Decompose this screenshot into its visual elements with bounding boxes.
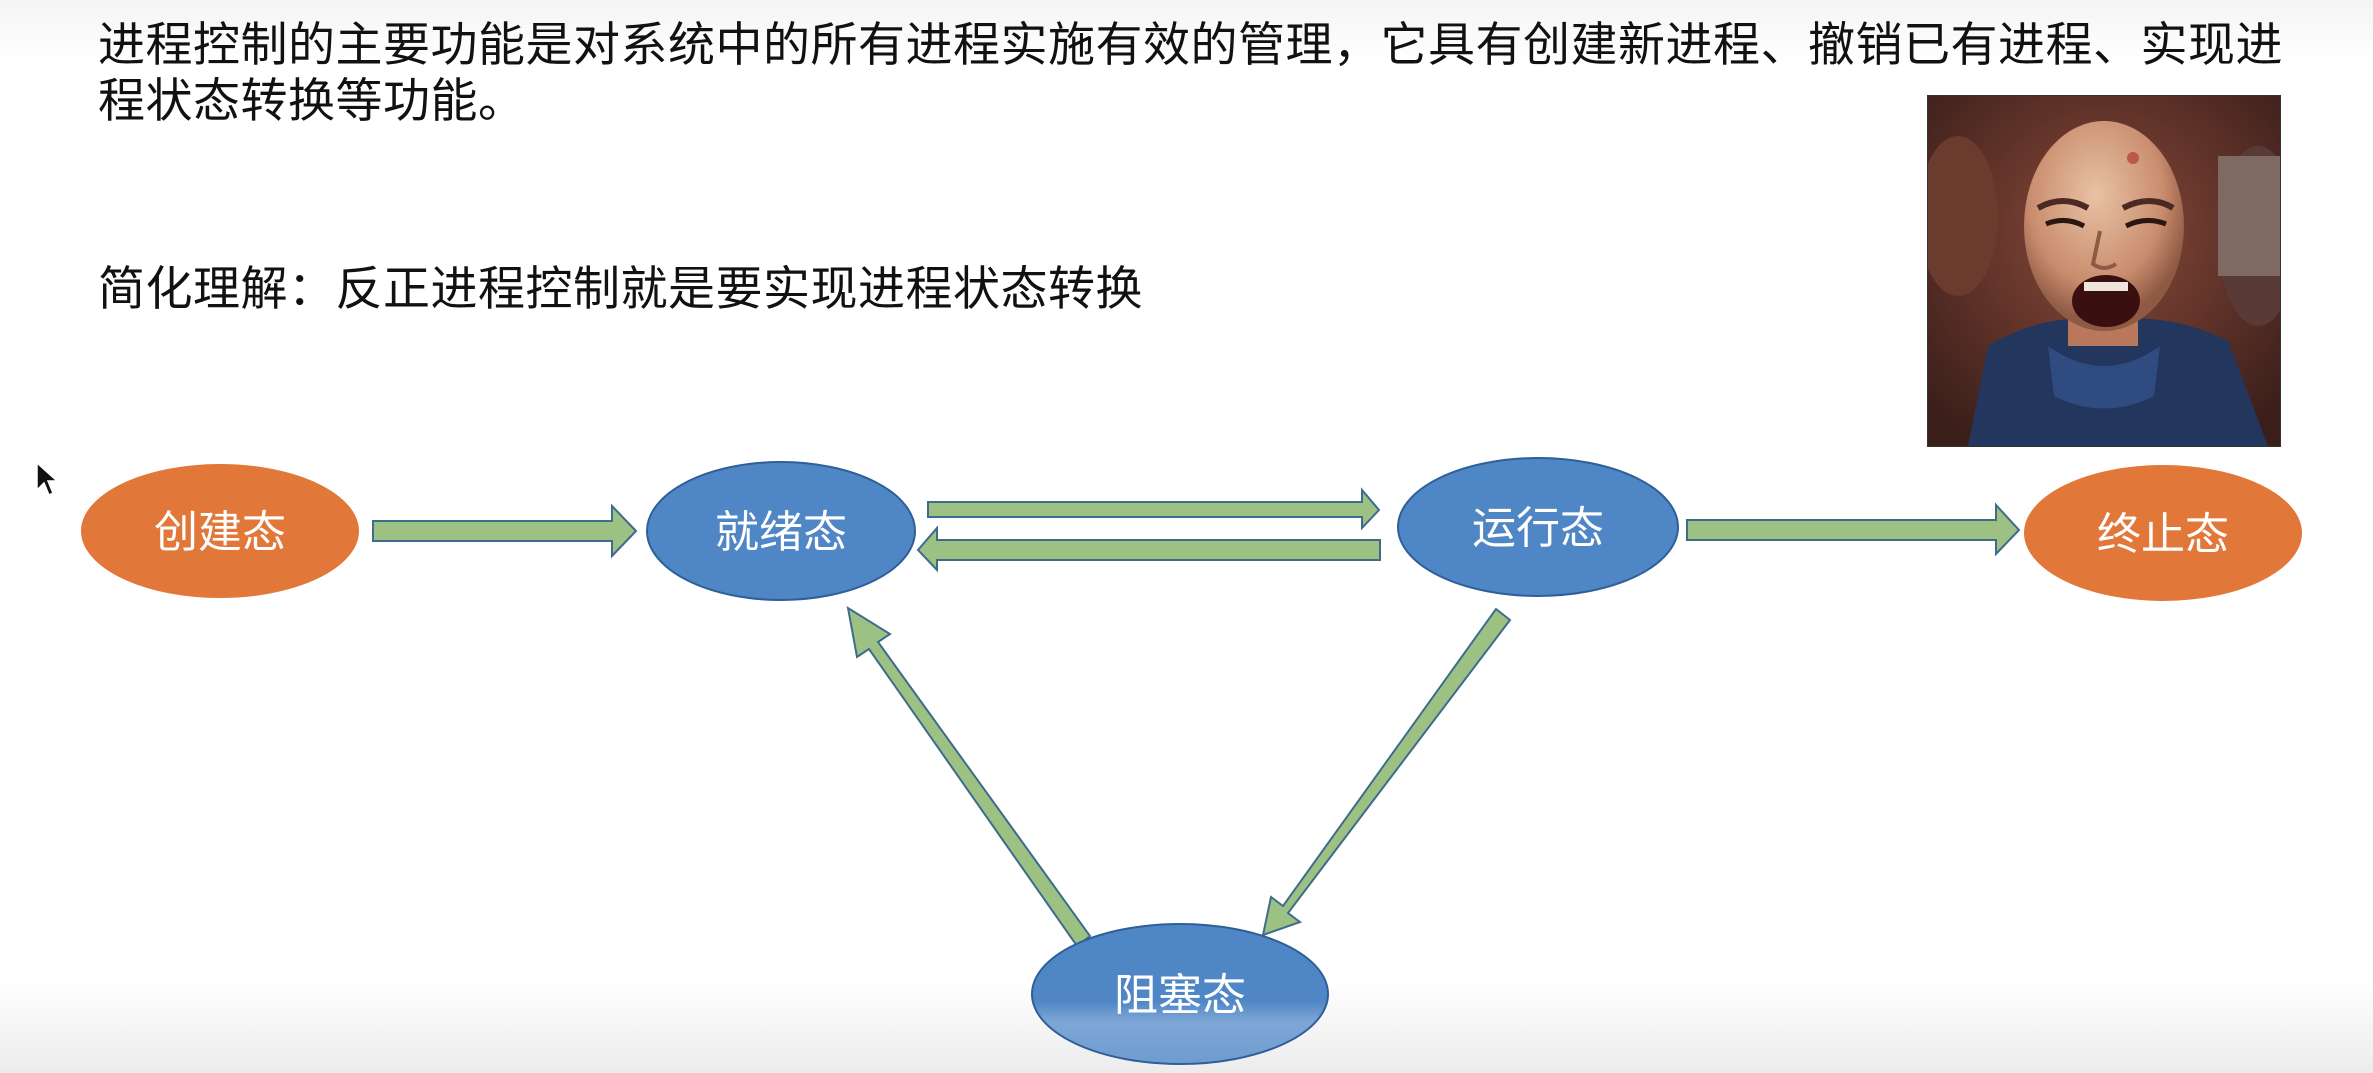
arrow-running-to-ready: [916, 525, 1381, 573]
arrow-ready-to-running: [927, 487, 1381, 531]
screaming-man-photo: [1927, 95, 2281, 447]
arrow-running-to-terminated: [1686, 502, 2021, 557]
svg-text:就绪态: 就绪态: [715, 507, 847, 558]
mouse-cursor-icon: [36, 462, 58, 497]
state-ready: 就绪态: [646, 461, 916, 601]
arrow-running-to-blocked: [1261, 607, 1512, 937]
intro-paragraph: 进程控制的主要功能是对系统中的所有进程实施有效的管理，它具有创建新进程、撤销已有…: [98, 18, 2283, 129]
svg-text:运行态: 运行态: [1472, 503, 1604, 554]
state-create: 创建态: [79, 462, 361, 600]
arrow-create-to-ready: [372, 503, 638, 559]
state-terminated: 终止态: [2022, 463, 2304, 603]
svg-text:阻塞态: 阻塞态: [1114, 970, 1246, 1021]
svg-text:终止态: 终止态: [2097, 509, 2229, 560]
state-running: 运行态: [1397, 457, 1679, 597]
state-blocked: 阻塞态: [1031, 923, 1329, 1065]
simplified-understanding: 简化理解：反正进程控制就是要实现进程状态转换: [98, 262, 1143, 317]
arrow-blocked-to-ready: [846, 605, 1092, 948]
svg-text:创建态: 创建态: [154, 507, 286, 558]
